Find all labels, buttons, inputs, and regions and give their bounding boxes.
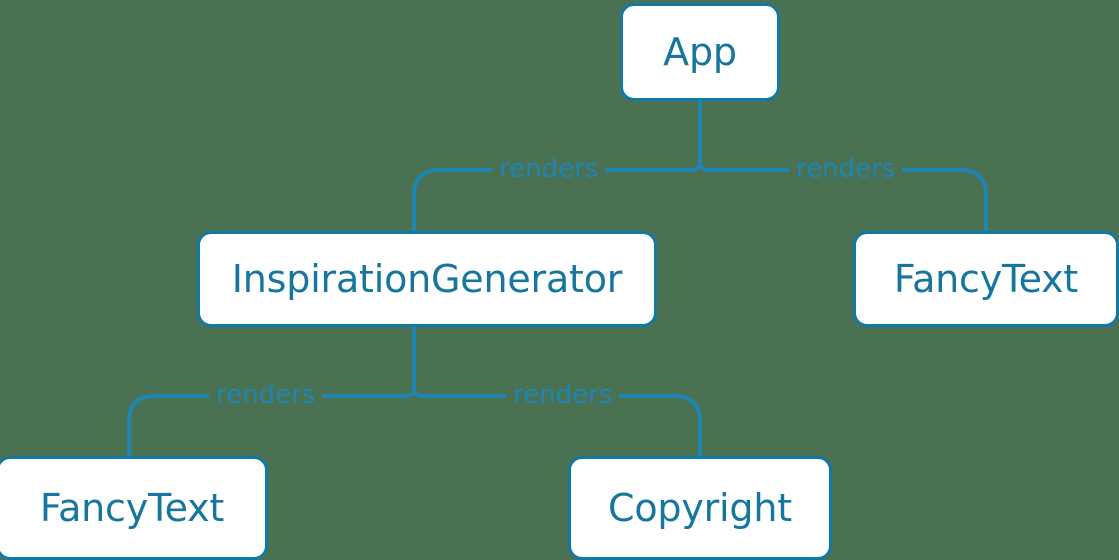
edge-app-to-fancytext-right <box>698 164 988 233</box>
edge-label-inspirationgenerator-to-copyright: renders <box>506 382 620 408</box>
edge-inspirationgenerator-to-fancytext <box>127 390 416 458</box>
edge-label-inspirationgenerator-to-fancytext: renders <box>209 382 323 408</box>
node-fancytext-right-label: FancyText <box>893 257 1079 301</box>
node-app[interactable]: App <box>620 3 780 101</box>
edge-label-app-to-inspirationgenerator: renders <box>492 156 606 182</box>
node-inspirationgenerator-label: InspirationGenerator <box>231 257 623 301</box>
node-inspirationgenerator[interactable]: InspirationGenerator <box>197 231 657 327</box>
node-copyright[interactable]: Copyright <box>568 456 832 560</box>
node-app-label: App <box>663 30 737 74</box>
node-fancytext-bottom-left-label: FancyText <box>39 486 225 530</box>
node-copyright-label: Copyright <box>608 486 792 530</box>
edge-app-to-inspirationgenerator <box>412 164 702 233</box>
edge-inspirationgenerator-to-copyright <box>412 390 702 458</box>
node-fancytext-right[interactable]: FancyText <box>853 231 1119 327</box>
node-fancytext-bottom-left[interactable]: FancyText <box>0 456 268 560</box>
edge-label-app-to-fancytext-right: renders <box>789 156 903 182</box>
